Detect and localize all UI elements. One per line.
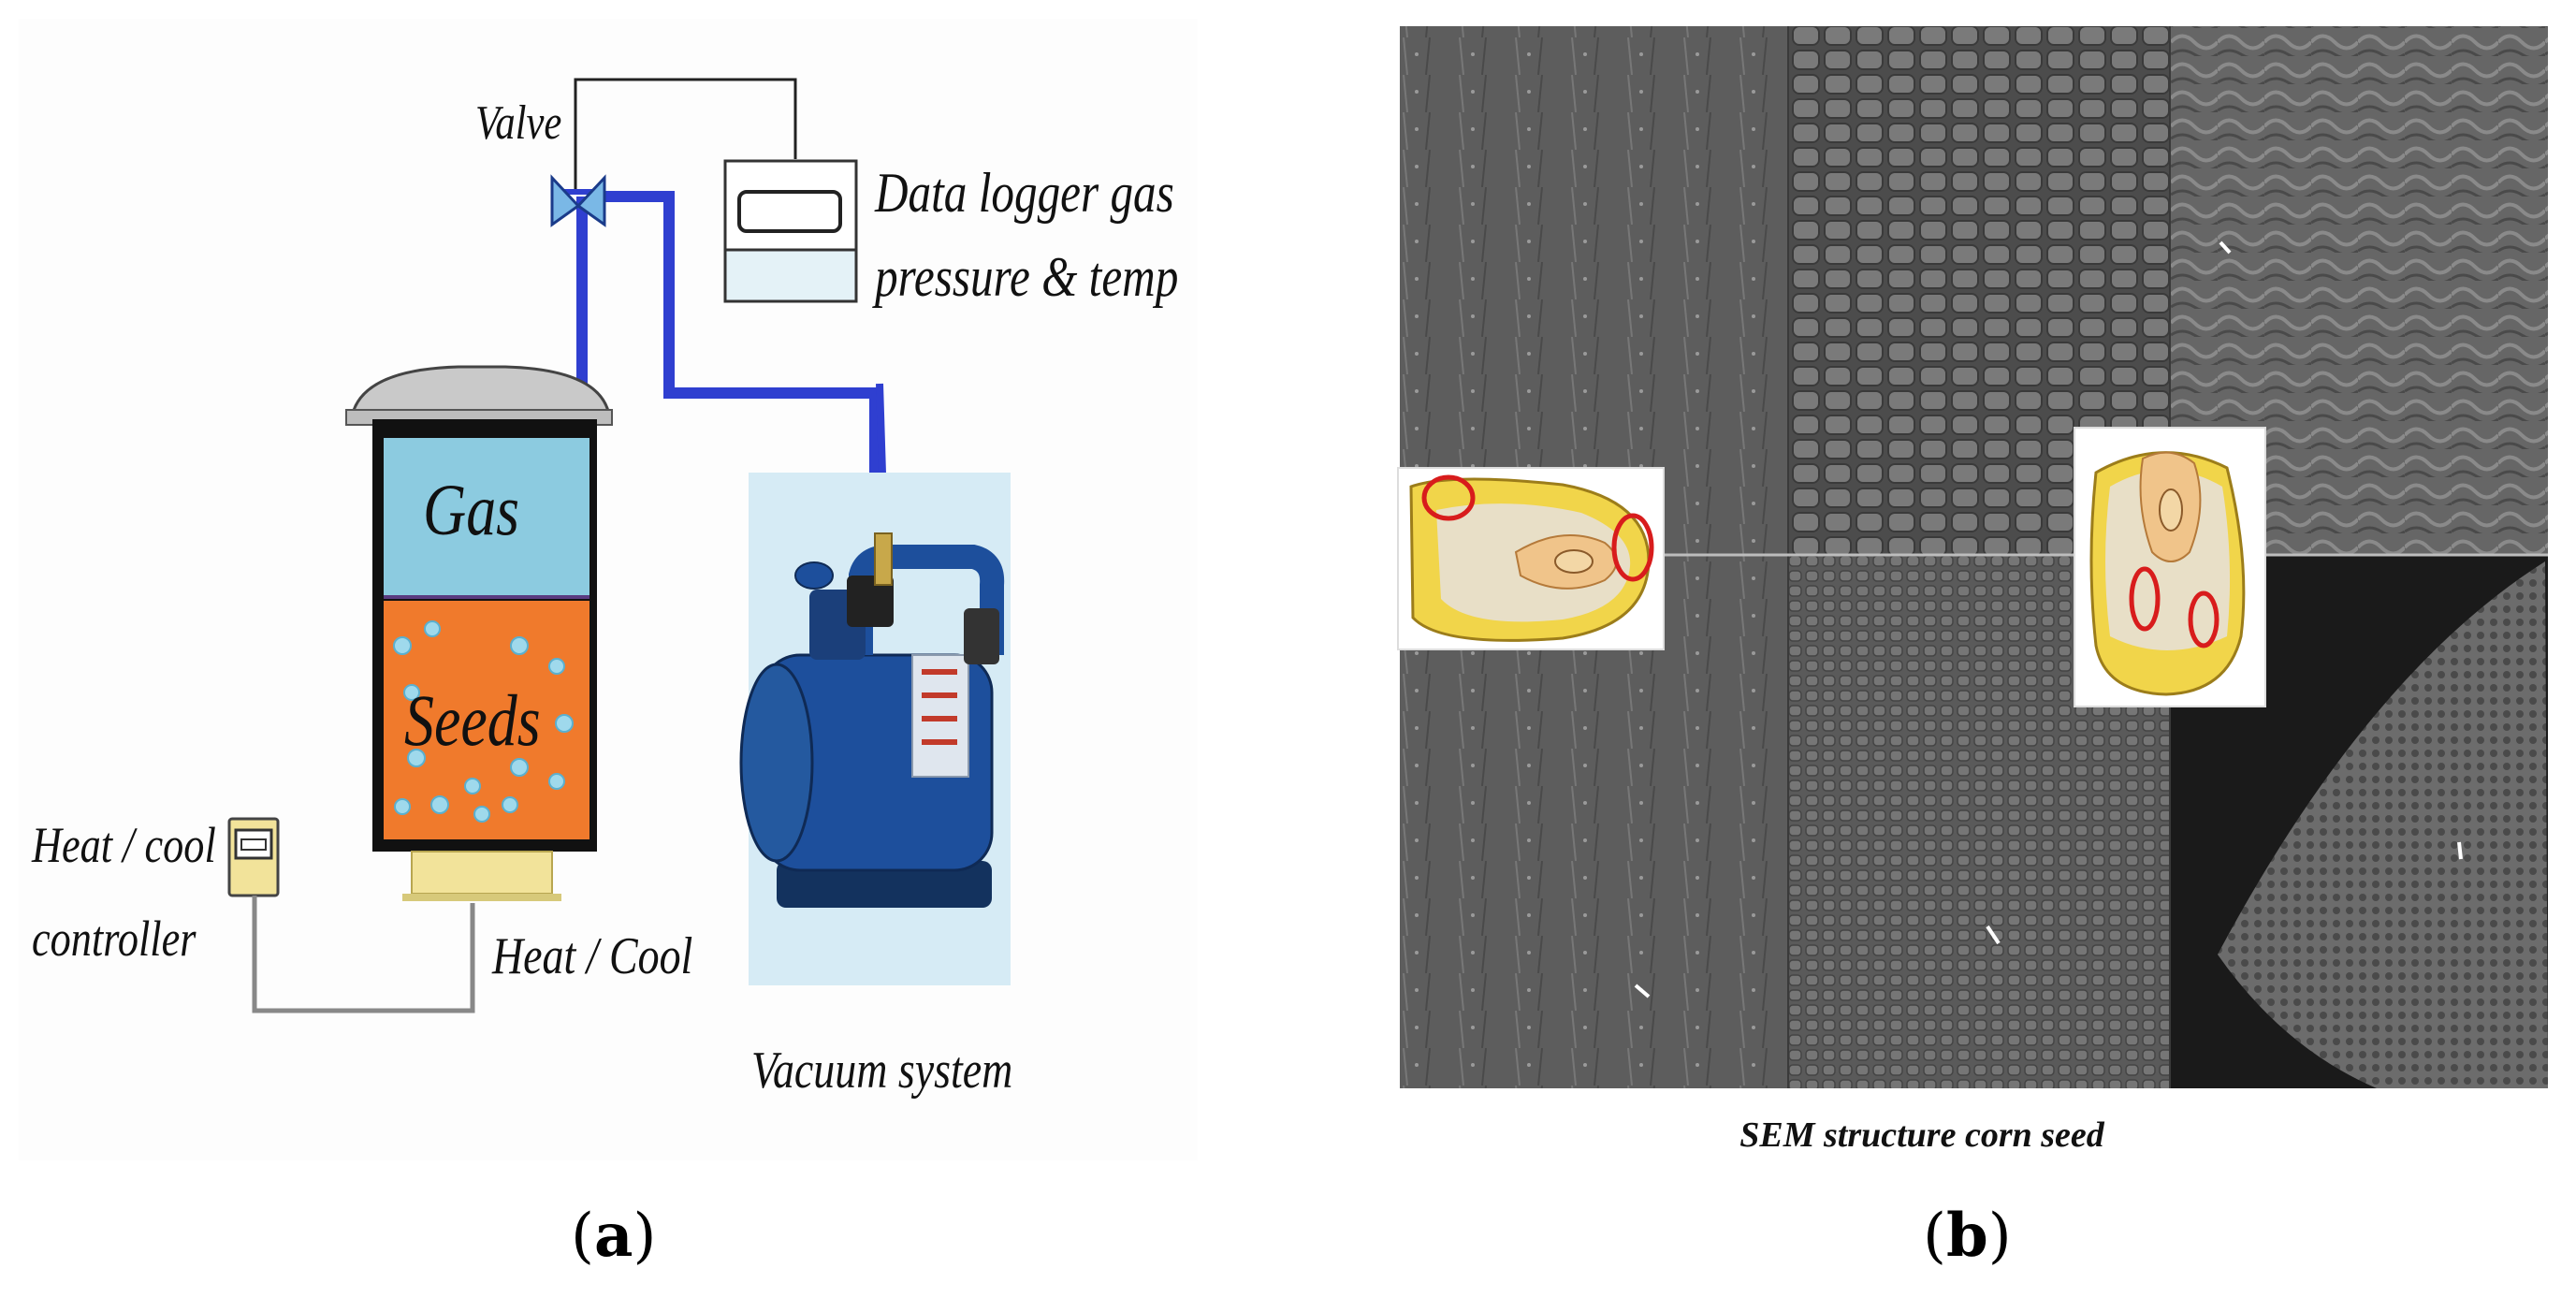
- sem-caption: SEM structure corn seed: [1739, 1115, 2104, 1155]
- red-circle-marker: [2129, 566, 2161, 632]
- corn-seed-inset-right: [2074, 427, 2266, 707]
- panel-b-letter: (b): [1923, 1201, 2012, 1271]
- panel-a-apparatus-diagram: Valve Data logger gas pressure & temp Ga…: [0, 0, 1282, 1297]
- red-circle-marker: [2188, 590, 2219, 648]
- logger-wire: [574, 78, 797, 192]
- sem-grain-cross-section: [2218, 561, 2548, 1088]
- controller-wire: [252, 896, 475, 1013]
- panel-b-letter-text: b: [1945, 1201, 1988, 1271]
- valve-icon: [550, 174, 606, 227]
- red-circle-marker: [1421, 474, 1476, 521]
- heat-cool-controller: [227, 817, 280, 897]
- controller-label-line1: Heat / cool: [32, 817, 216, 873]
- gas-region: [384, 438, 589, 597]
- panel-b-paren-close: ): [1987, 1202, 2012, 1271]
- data-logger-label-line2: pressure & temp: [875, 246, 1179, 308]
- gas-label: Gas: [423, 469, 520, 550]
- corn-seed-inset-left: [1397, 467, 1665, 650]
- panel-a-paren-open: (: [571, 1202, 594, 1271]
- vacuum-pump-icon: [739, 473, 1011, 985]
- seeds-region: [384, 601, 589, 839]
- sem-micrograph-grid: [1397, 26, 2548, 1088]
- seeds-label: Seeds: [404, 679, 541, 761]
- data-logger-box: [723, 159, 858, 303]
- panel-a-letter-text: a: [593, 1201, 633, 1271]
- red-circle-marker: [1611, 513, 1654, 582]
- panel-a-paren-close: ): [633, 1202, 657, 1271]
- chamber-lid: [345, 365, 613, 426]
- apparatus-diagram: [19, 19, 1198, 1160]
- controller-label-line2: controller: [32, 911, 196, 967]
- valve-label: Valve: [475, 96, 562, 150]
- panel-a-letter: (a): [571, 1201, 656, 1271]
- panel-b-sem-images: (b): [1282, 0, 2576, 1297]
- heat-cool-label: Heat / Cool: [492, 927, 693, 985]
- sem-tile-top-left: [1400, 26, 1788, 555]
- chamber: [372, 419, 597, 852]
- data-logger-label-line1: Data logger gas: [875, 162, 1174, 224]
- panel-b-paren-open: (: [1923, 1202, 1946, 1271]
- heat-cool-plate: [402, 851, 561, 901]
- sem-arrows: [1634, 240, 2463, 998]
- vacuum-system-label: Vacuum system: [751, 1042, 1013, 1100]
